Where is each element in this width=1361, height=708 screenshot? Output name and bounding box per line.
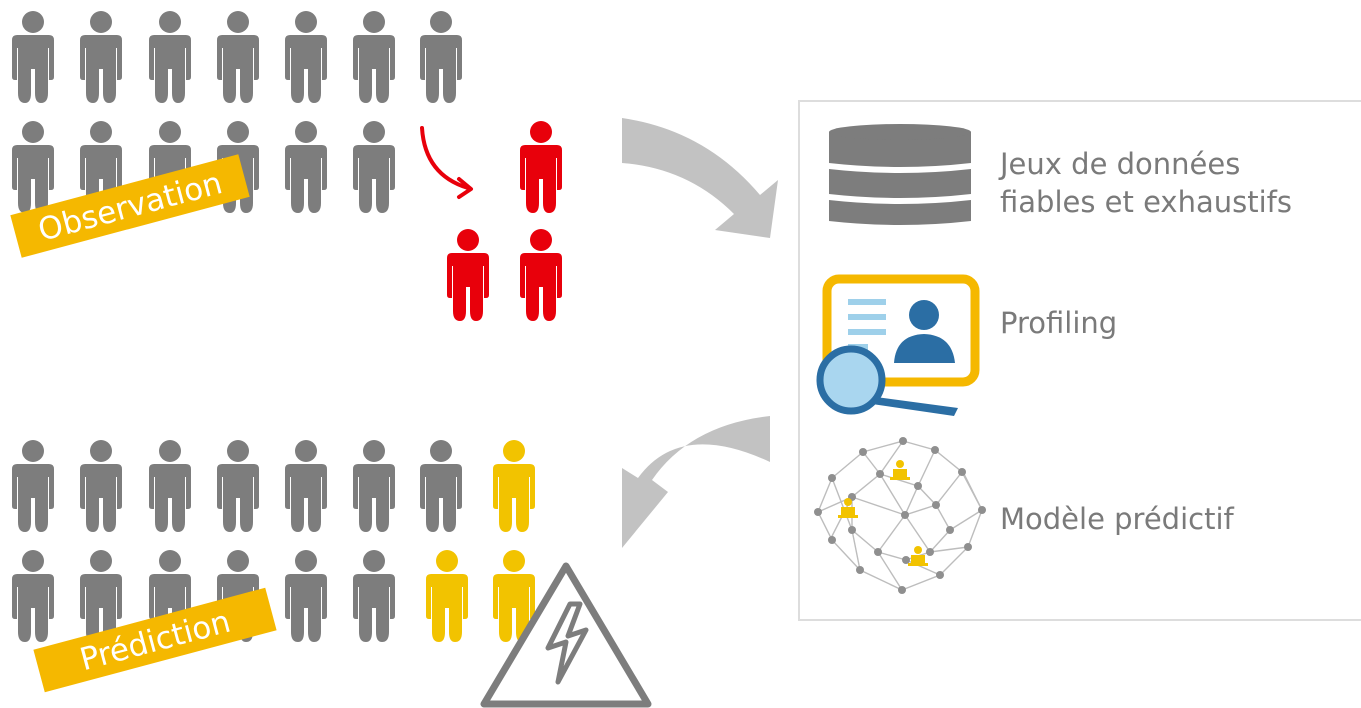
person-icon [12,550,54,642]
person-icon [420,440,462,532]
observed-person-icon [520,229,562,321]
observed-people [447,121,562,321]
observed-person-icon [520,121,562,213]
observed-person-icon [447,229,489,321]
database-icon [829,124,971,225]
curved-arrow-head [457,177,473,199]
person-icon [217,11,259,103]
profile-search-icon [816,274,980,416]
person-icon [353,121,395,213]
curved-arrow-right-icon [622,118,778,238]
person-icon [217,440,259,532]
prediction-crowd [12,440,535,642]
person-icon [80,440,122,532]
observation-label: Observation [34,165,226,249]
person-icon [80,11,122,103]
network-model-icon [814,437,986,594]
person-icon [285,11,327,103]
panel-item-dataset-line2: fiables et exhaustifs [1000,185,1292,219]
predicted-person-icon [426,550,468,642]
person-icon [12,121,54,213]
person-icon [285,550,327,642]
person-icon [285,121,327,213]
person-icon [12,440,54,532]
predicted-person-icon [493,440,535,532]
curved-arrow-icon [420,126,470,190]
person-icon [420,11,462,103]
panel-item-model: Modèle prédictif [1000,502,1235,536]
panel-item-dataset-line1: Jeux de données [998,147,1240,181]
curved-arrow-left-icon [622,416,770,548]
person-icon [353,440,395,532]
person-icon [149,440,191,532]
person-icon [285,440,327,532]
high-voltage-warning-icon [480,562,652,708]
person-icon [353,11,395,103]
person-icon [353,550,395,642]
person-icon [12,11,54,103]
panel-item-profiling: Profiling [1000,306,1117,340]
person-icon [149,11,191,103]
